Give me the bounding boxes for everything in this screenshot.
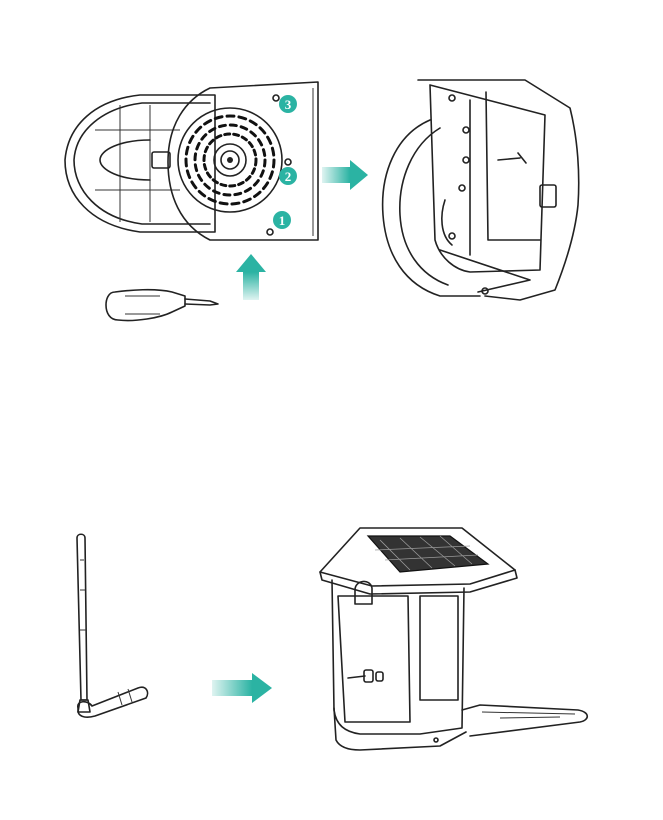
screwdriver-icon (106, 290, 218, 321)
arrow-right-icon (322, 160, 368, 190)
camera-mounted-icon (383, 80, 579, 300)
antenna-step-panel (0, 500, 663, 820)
step-label-1: 1 (279, 213, 286, 228)
mounting-step-panel: 1 2 3 (0, 0, 663, 360)
step-label-3: 3 (285, 97, 292, 112)
arrow-right-icon-2 (212, 673, 272, 703)
mounting-step-illustration: 1 2 3 (0, 0, 663, 360)
antenna-step-illustration (0, 500, 663, 820)
step-label-2: 2 (285, 169, 292, 184)
step-badge-1: 1 (273, 211, 291, 229)
step-badge-3: 3 (279, 95, 297, 113)
bracket-plate-icon (65, 95, 215, 232)
step-badge-2: 2 (279, 167, 297, 185)
antenna-icon (77, 534, 148, 717)
arrow-up-icon (236, 254, 266, 300)
bird-feeder-icon (320, 528, 587, 750)
